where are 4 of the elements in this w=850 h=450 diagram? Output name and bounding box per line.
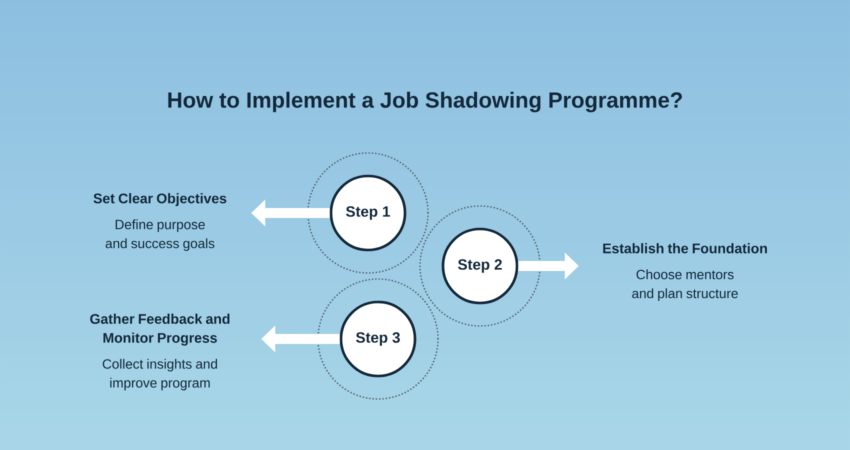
step-description: Set Clear Objectives Define purpose and success goals <box>94 193 226 251</box>
step-description: Establish the Foundation Choose mentors and plan structure <box>603 243 767 301</box>
step-description: Gather Feedback and Monitor Progress Collect insights and improve program <box>90 314 230 390</box>
title: How to Implement a Job Shadowing Programme? <box>168 92 682 112</box>
